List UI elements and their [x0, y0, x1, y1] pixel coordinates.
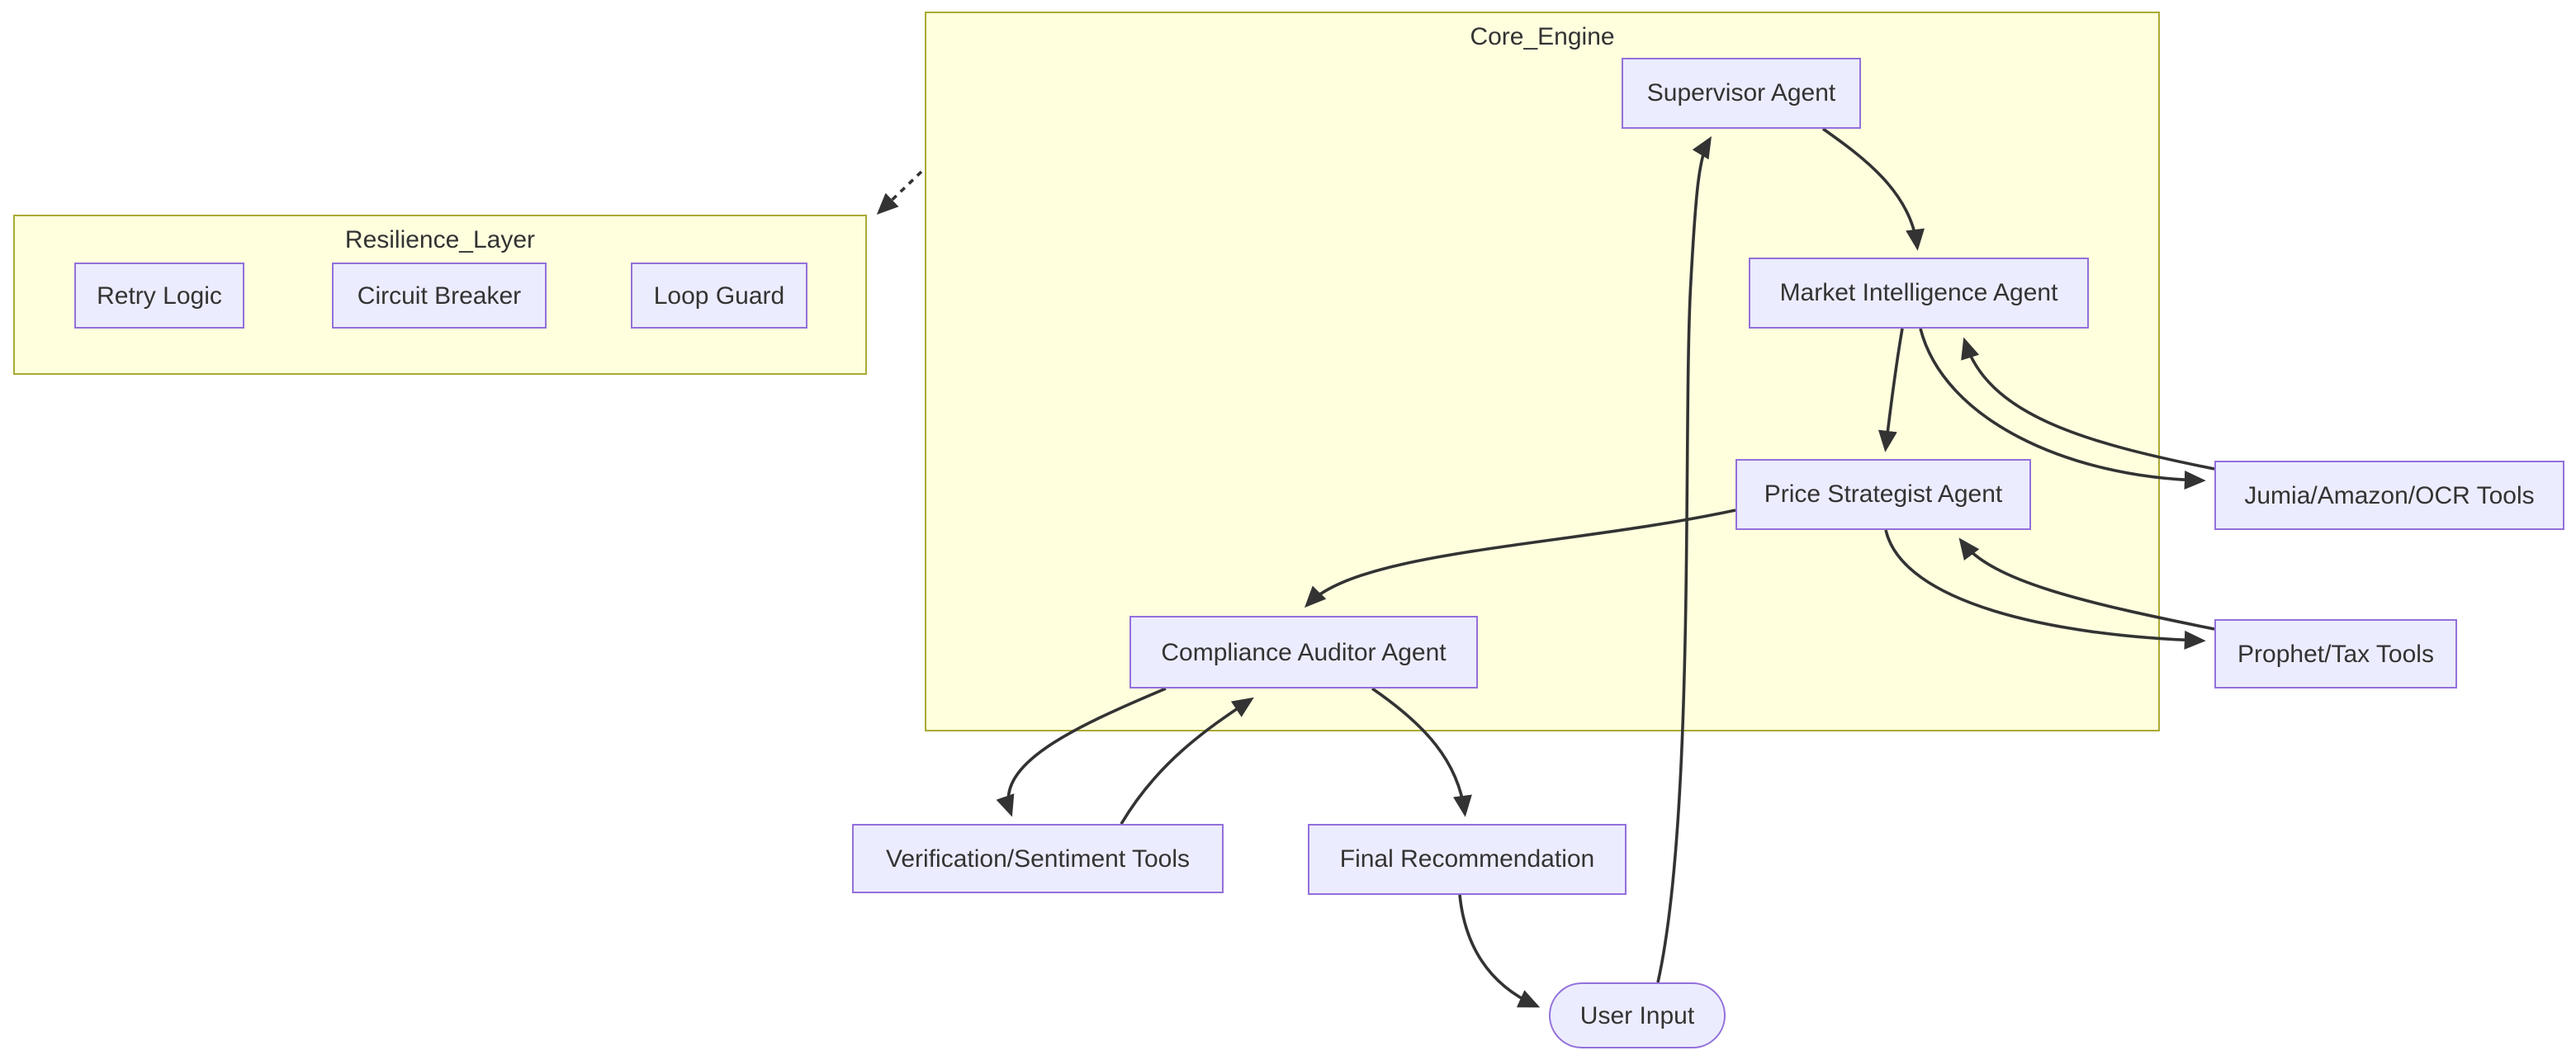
node-supervisor-agent: Supervisor Agent	[1622, 58, 1861, 129]
node-loop-guard: Loop Guard	[631, 263, 807, 329]
node-compliance-auditor-agent: Compliance Auditor Agent	[1129, 616, 1478, 689]
cluster-core-engine-title: Core_Engine	[1470, 23, 1615, 51]
cluster-core-engine: Core_Engine	[925, 12, 2160, 731]
node-jumia-amazon-ocr-tools: Jumia/Amazon/OCR Tools	[2214, 461, 2564, 530]
node-market-intelligence-agent: Market Intelligence Agent	[1749, 258, 2089, 329]
node-retry-logic: Retry Logic	[74, 263, 244, 329]
edge-core-engine-to-resilience-layer	[876, 170, 923, 215]
edge-final-recommendation-to-user-input	[1458, 894, 1541, 1008]
node-price-strategist-agent: Price Strategist Agent	[1735, 459, 2031, 530]
cluster-resilience-layer-title: Resilience_Layer	[344, 226, 536, 254]
node-verification-sentiment-tools: Verification/Sentiment Tools	[852, 824, 1224, 893]
node-circuit-breaker: Circuit Breaker	[332, 263, 547, 329]
node-final-recommendation: Final Recommendation	[1308, 824, 1627, 895]
node-user-input: User Input	[1549, 982, 1726, 1048]
node-prophet-tax-tools: Prophet/Tax Tools	[2214, 619, 2457, 689]
